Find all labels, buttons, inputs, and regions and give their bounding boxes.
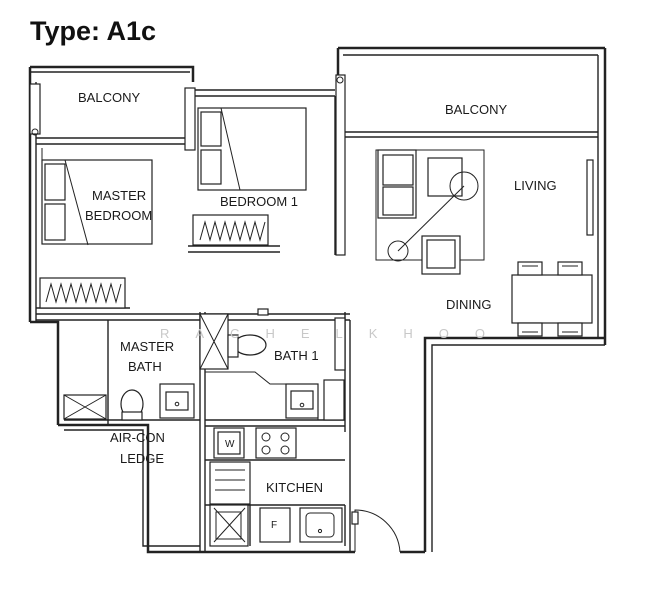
master-bath-fixtures: [63, 383, 195, 421]
dining-table: [511, 261, 593, 337]
watermark: RACHELKHOO: [160, 326, 511, 341]
label-master-bedroom-2: BEDROOM: [85, 208, 152, 223]
label-aircon-2: LEDGE: [120, 451, 164, 466]
bedroom1-wardrobe: [192, 214, 269, 246]
label-balcony-right: BALCONY: [445, 102, 507, 117]
kitchen-fixtures: [209, 427, 343, 547]
bath1-fixtures: [199, 308, 346, 421]
master-wardrobe: [39, 277, 126, 309]
label-aircon-1: AIR-CON: [110, 430, 165, 445]
label-living: LIVING: [514, 178, 557, 193]
label-master-bath-2: BATH: [128, 359, 162, 374]
master-bed: [41, 148, 153, 246]
label-dining: DINING: [446, 297, 492, 312]
label-bedroom-1: BEDROOM 1: [220, 194, 298, 209]
label-kitchen: KITCHEN: [266, 480, 323, 495]
label-washer: W: [225, 439, 235, 450]
bedroom1-bed: [197, 107, 307, 191]
label-master-bedroom-1: MASTER: [92, 188, 146, 203]
plan-title: Type: A1c: [30, 16, 157, 46]
label-master-bath-1: MASTER: [120, 339, 174, 354]
label-bath-1: BATH 1: [274, 348, 319, 363]
sofa-set: [375, 149, 485, 275]
label-fridge: F: [271, 520, 277, 531]
entrance-door: [351, 509, 401, 553]
label-balcony-left: BALCONY: [78, 90, 140, 105]
